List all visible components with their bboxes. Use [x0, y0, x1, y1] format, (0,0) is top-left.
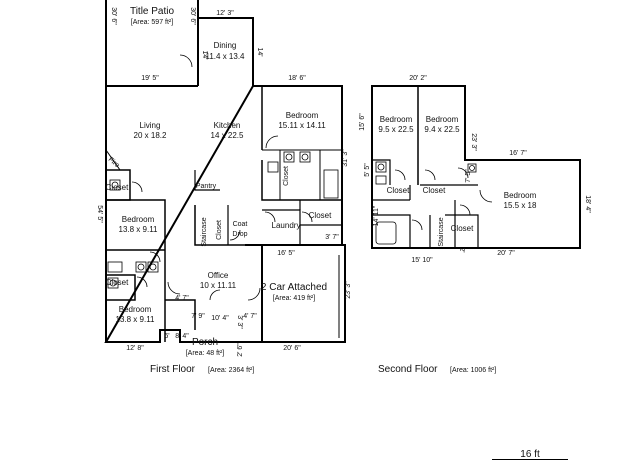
bedroom-lower-size: 13.8 x 9.11 [116, 315, 156, 324]
bedroom-left-name: Bedroom [122, 215, 155, 224]
second-floor-labels: Bedroom 9.5 x 22.5 Bedroom 9.4 x 22.5 Be… [378, 115, 537, 247]
main-bedroom-size: 15.11 x 14.11 [278, 121, 326, 130]
dim-bottom-left: 12' 8" [126, 345, 144, 352]
second-floor-fixtures [375, 161, 477, 245]
dim-patio-left: 30' 6" [110, 7, 117, 25]
garage-area: [Area: 419 ft²] [273, 295, 315, 302]
second-floor-dimensions: 20' 2" 15' 6" 23' 3" 16' 7" 18' 4" 5' 5"… [359, 75, 591, 264]
kitchen-name: Kitchen [214, 121, 241, 130]
pantry-label: Pantry [196, 183, 217, 190]
dim2-right-top: 16' 7" [509, 150, 527, 157]
dim2-right-side: 18' 4" [584, 195, 591, 213]
dim2-small-b: 7' 5" [465, 169, 472, 183]
dim-garage-top: 16' 5" [277, 250, 295, 257]
porch-area: [Area: 48 ft²] [186, 350, 225, 357]
dining-name: Dining [214, 41, 237, 50]
first-floor-dimensions: 30' 6" 12' 3" 30' 6" 14' 14' 19' 5" 18' … [96, 7, 352, 357]
second-floor-walls [371, 85, 581, 249]
dim-porch-g: 2' 6" [237, 343, 244, 357]
dim2-left: 15' 6" [359, 113, 366, 131]
dim-patio-right: 30' 6" [189, 7, 196, 25]
second-floor-doors [394, 167, 493, 231]
dim-patio-top: 12' 3" [216, 10, 234, 17]
coat-label: Coat [233, 221, 248, 228]
dim-laundry-side: 3' 7" [325, 234, 339, 241]
dim2-top: 20' 2" [409, 75, 427, 82]
dim-dining-right: 14' [256, 47, 263, 56]
bedroom-a-size: 9.5 x 22.5 [378, 125, 414, 134]
closet-stair-label: Closet [216, 220, 223, 240]
bedroom-left-size: 13.8 x 9.11 [119, 225, 159, 234]
dim2-mid-right: 23' 3" [470, 133, 477, 151]
dim-dining-left: 14' [201, 50, 208, 59]
porch-name: Porch [192, 337, 218, 348]
main-bedroom-name: Bedroom [286, 111, 319, 120]
dim-porch-h: 4' 7" [243, 313, 257, 320]
dim-porch-c: 8' 4" [175, 333, 189, 340]
dim-porch-a: 4' 7" [175, 295, 189, 302]
bedroom-b-name: Bedroom [426, 115, 459, 124]
first-floor-fixtures [107, 151, 339, 289]
closet-left-label: Closet [106, 183, 129, 192]
first-floor-caption: First Floor [150, 364, 196, 375]
office-name: Office [208, 271, 229, 280]
bedroom-b-size: 9.4 x 22.5 [424, 125, 460, 134]
dim-porch-f: 3' 3" [236, 315, 243, 329]
dining-size: 11.4 x 13.4 [206, 52, 246, 61]
dim-right-side: 31' 3" [342, 149, 349, 167]
patio-title: Title Patio [130, 6, 175, 17]
closet-c-label: Closet [451, 224, 474, 233]
dim-garage-side: 23' 3" [345, 281, 352, 299]
laundry-label: Laundry [272, 221, 301, 230]
living-size: 20 x 18.2 [134, 131, 167, 140]
garage-name: 2 Car Attached [261, 282, 327, 293]
bedroom-a-name: Bedroom [380, 115, 413, 124]
second-floor-caption: Second Floor [378, 364, 438, 375]
scale-label: 16 ft [520, 449, 540, 460]
dim-patio-bottom: 19' 5" [141, 75, 159, 82]
office-size: 10 x 11.11 [200, 281, 237, 290]
dim2-bottom-right: 20' 7" [497, 250, 515, 257]
closet-a-label: Closet [387, 186, 410, 195]
living-name: Living [140, 121, 161, 130]
closet-laundry-label: Closet [309, 211, 332, 220]
staircase-2-label: Staircase [438, 217, 445, 246]
dim-porch-e: 7' 9" [191, 313, 205, 320]
closet-kitchen-label: Closet [283, 166, 290, 186]
bedroom-lower-name: Bedroom [119, 305, 152, 314]
closet-b-label: Closet [423, 186, 446, 195]
dim2-bottom-left: 15' 10" [411, 257, 433, 264]
second-floor-area: [Area: 1006 ft²] [450, 367, 496, 374]
dim-top-right: 18' 6" [288, 75, 306, 82]
closet-lower-label: Closet [106, 278, 129, 287]
first-floor-walls [104, 0, 346, 343]
bedroom-c-size: 15.5 x 18 [504, 201, 537, 210]
dim-left-side: 54' 5" [96, 205, 103, 223]
dim2-tiny: 2' [458, 247, 465, 252]
patio-area: [Area: 597 ft²] [131, 19, 173, 26]
first-floor-labels: Title Patio [Area: 597 ft²] Dining 11.4 … [106, 6, 332, 357]
bedroom-c-name: Bedroom [504, 191, 537, 200]
first-floor-doors [131, 54, 313, 301]
first-floor-area: [Area: 2364 ft²] [208, 367, 254, 374]
dim-bottom-right: 20' 6" [283, 345, 301, 352]
drop-label: Drop [232, 231, 247, 238]
dim-porch-b: 10' 4" [211, 315, 229, 322]
floor-captions: First Floor [Area: 2364 ft²] Second Floo… [150, 364, 496, 375]
dim2-small-a: 5' 5" [364, 163, 371, 177]
scale-bar: 16 ft [492, 449, 568, 460]
staircase-label: Staircase [201, 217, 208, 246]
kitchen-size: 14 x 22.5 [211, 131, 244, 140]
dim2-left-lower: 14' 11" [373, 205, 380, 226]
dim-porch-d: 6' [164, 333, 169, 340]
